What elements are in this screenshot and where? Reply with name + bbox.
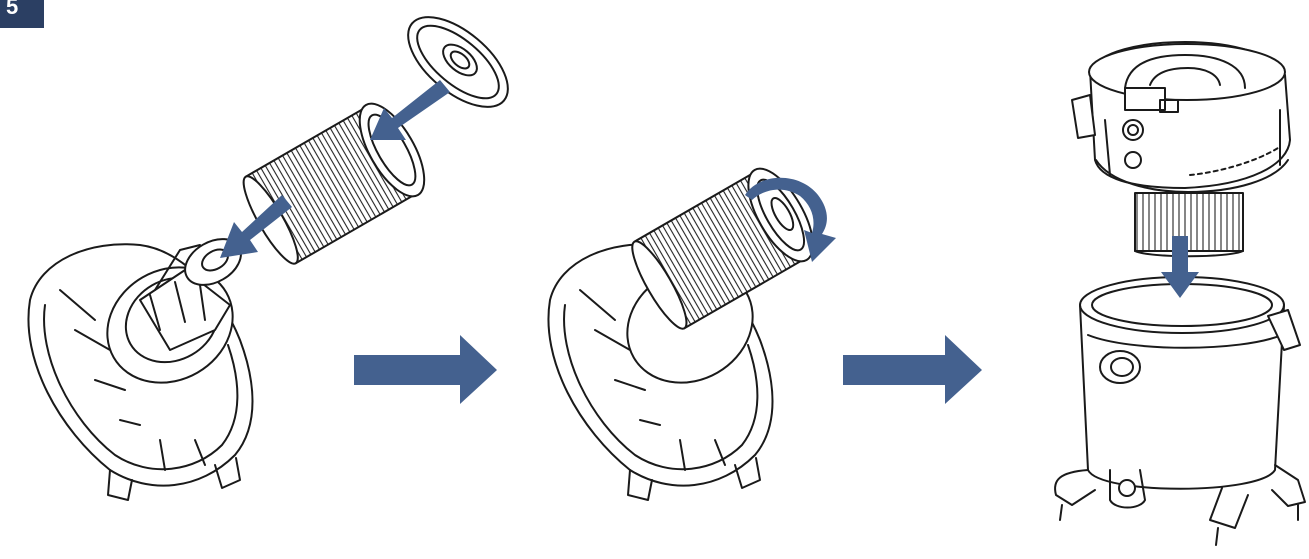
panel-reassemble <box>1054 41 1306 546</box>
filter-cartridge-icon <box>242 102 426 265</box>
vacuum-head-icon <box>1071 41 1291 193</box>
lower-arrow-icon <box>1161 236 1199 298</box>
filter-bottom-edge <box>1134 250 1244 258</box>
panel-insert-filter <box>27 16 509 501</box>
motor-head-cage-icon <box>27 238 254 501</box>
panel-twist-lock <box>547 167 836 501</box>
next-arrow-1 <box>354 335 497 404</box>
step-number-badge: 5 <box>0 0 44 28</box>
vacuum-drum-icon <box>1054 276 1306 546</box>
filter-cartridge-icon <box>1134 192 1244 252</box>
insert-arrow-icon <box>220 80 450 258</box>
rotate-arrow-icon <box>745 177 836 262</box>
step-number: 5 <box>6 0 19 19</box>
next-arrow-2 <box>843 335 982 404</box>
